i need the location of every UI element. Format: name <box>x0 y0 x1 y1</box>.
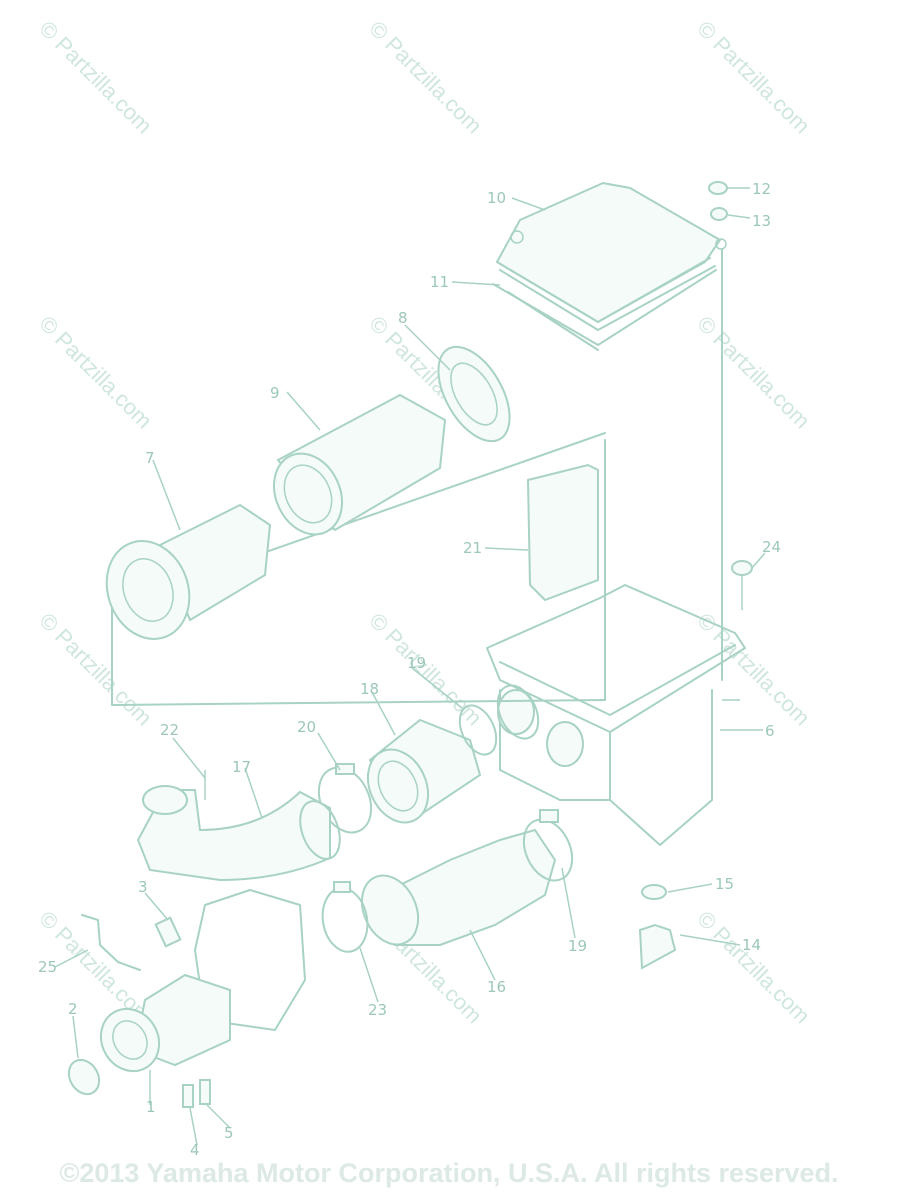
watermark: © Partzilla.com <box>364 16 487 139</box>
watermark: © Partzilla.com <box>692 311 815 434</box>
filter-element <box>272 393 447 536</box>
drain-part <box>638 552 766 970</box>
joint-17 <box>136 770 341 882</box>
callout-20: 20 <box>297 718 316 736</box>
callout-6: 6 <box>765 722 775 740</box>
callout-19a: 19 <box>407 654 426 672</box>
callout-16: 16 <box>487 978 506 996</box>
callout-18: 18 <box>360 680 379 698</box>
callout-5: 5 <box>224 1124 234 1142</box>
callout-23: 23 <box>368 1001 387 1019</box>
airbox-gasket <box>492 269 717 351</box>
plate-part <box>526 463 599 602</box>
cap-part <box>437 345 511 443</box>
callout-2: 2 <box>68 1000 78 1018</box>
callout-labels: 10 12 13 11 8 9 7 21 24 19 18 6 22 20 17… <box>38 180 781 1159</box>
callout-7: 7 <box>145 449 155 467</box>
watermark: © Partzilla.com <box>692 906 815 1029</box>
callout-4: 4 <box>190 1141 200 1159</box>
leader-lines <box>54 197 763 1146</box>
joint-16 <box>360 809 574 946</box>
carburetor-joint <box>67 889 306 1108</box>
watermark: © Partzilla.com <box>34 311 157 434</box>
air-joint <box>366 684 540 824</box>
watermark: © Partzilla.com <box>692 16 815 139</box>
callout-13: 13 <box>752 212 771 230</box>
callout-12: 12 <box>752 180 771 198</box>
callout-17: 17 <box>232 758 251 776</box>
callout-19b: 19 <box>568 937 587 955</box>
callout-10: 10 <box>487 189 506 207</box>
callout-21: 21 <box>463 539 482 557</box>
callout-14: 14 <box>742 936 761 954</box>
callout-3: 3 <box>138 878 148 896</box>
callout-22: 22 <box>160 721 179 739</box>
callout-15: 15 <box>715 875 734 893</box>
callout-9: 9 <box>270 384 280 402</box>
element-guide <box>105 503 272 640</box>
callout-1: 1 <box>146 1098 156 1116</box>
callout-25: 25 <box>38 958 57 976</box>
callout-11: 11 <box>430 273 449 291</box>
clamp-part <box>321 881 369 953</box>
copyright-notice: ©2013 Yamaha Motor Corporation, U.S.A. A… <box>59 1158 839 1188</box>
bolt-part <box>708 181 751 221</box>
airbox-cover <box>495 181 727 331</box>
callout-8: 8 <box>398 309 408 327</box>
callout-24: 24 <box>762 538 781 556</box>
watermark: © Partzilla.com <box>34 16 157 139</box>
